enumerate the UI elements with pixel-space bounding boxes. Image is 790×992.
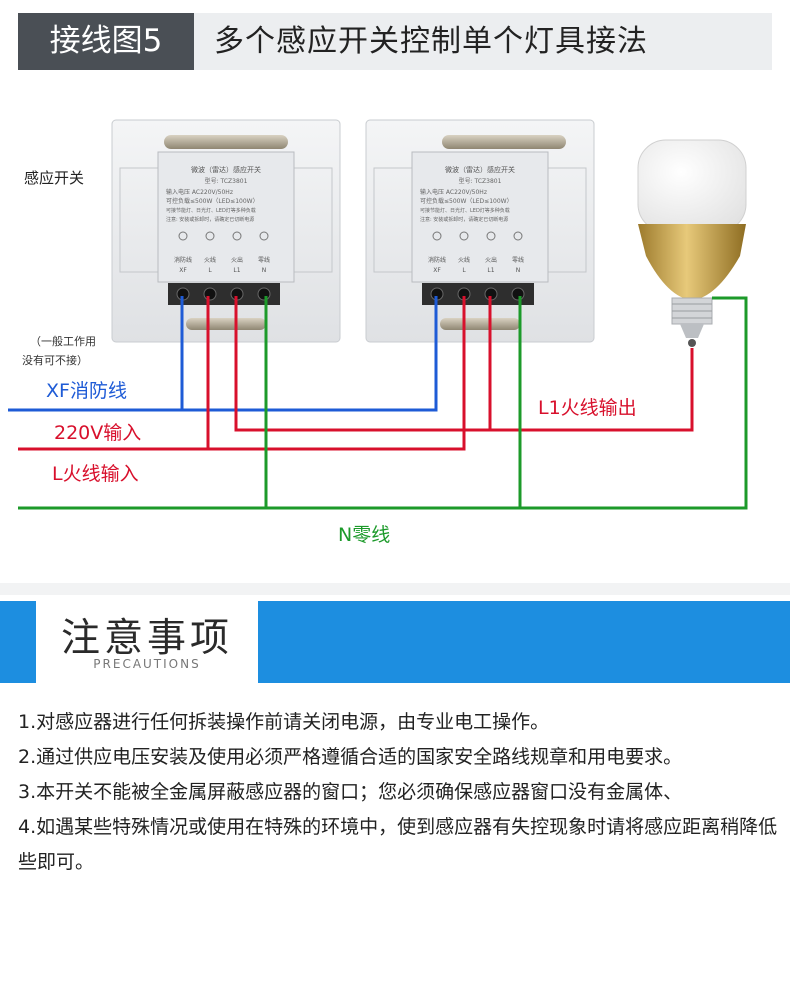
banner-right-accent [258, 601, 790, 683]
label-xf-note-2: 没有可不接） [22, 353, 88, 367]
title-bar: 接线图5 多个感应开关控制单个灯具接法 [18, 13, 772, 70]
switch2-face-spec4: 注意: 安装或拆卸时，请确定已切断电源 [420, 216, 508, 223]
precautions-list: 1.对感应器进行任何拆装操作前请关闭电源，由专业电工操作。 2.通过供应电压安装… [18, 705, 778, 880]
terminal-code-l1: L1 [233, 267, 240, 274]
precautions-subtitle: PRECAUTIONS [93, 657, 201, 671]
wiring-diagram: 微波（雷达）感应开关 型号: TCZ3801 输入电压 AC220V/50Hz … [8, 119, 748, 546]
switch2-terminal-code-l: L [462, 267, 466, 274]
precaution-item-4: 4.如遇某些特殊情况或使用在特殊的环境中，使到感应器有失控现象时请将感应距离稍降… [18, 816, 778, 873]
section-divider [0, 583, 790, 595]
switch2-terminal-code-xf: XF [433, 267, 441, 274]
wire-neutral [18, 296, 748, 510]
label-sensor-switch: 感应开关 [24, 169, 84, 187]
switch2-face-heading: 微波（雷达）感应开关 [445, 165, 515, 174]
label-neutral: N零线 [338, 524, 390, 546]
switch-face-spec1: 输入电压 AC220V/50Hz [166, 188, 233, 196]
precautions-title: 注意事项 [60, 616, 233, 661]
terminal-label-xf: 消防线 [174, 256, 192, 264]
terminal-code-n: N [262, 267, 267, 274]
led-bulb [637, 139, 747, 347]
switch-face-heading: 微波（雷达）感应开关 [191, 165, 261, 174]
precaution-item-2: 2.通过供应电压安装及使用必须严格遵循合适的国家安全路线规章和用电要求。 [18, 746, 683, 768]
sensor-switch-1: 微波（雷达）感应开关 型号: TCZ3801 输入电压 AC220V/50Hz … [111, 119, 341, 343]
switch2-terminal-label-l1: 火出 [485, 256, 497, 264]
switch-face-model: 型号: TCZ3801 [205, 177, 248, 185]
terminal-label-l: 火线 [204, 256, 216, 264]
label-l1-output: L1火线输出 [538, 397, 637, 419]
switch-face-spec4: 注意: 安装或拆卸时，请确定已切断电源 [166, 216, 254, 223]
terminal-code-xf: XF [179, 267, 187, 274]
switch2-terminal-code-l1: L1 [487, 267, 494, 274]
sensor-switch-2: 微波（雷达）感应开关 型号: TCZ3801 输入电压 AC220V/50Hz … [365, 119, 595, 343]
wire-l1-output [234, 296, 694, 432]
switch2-face-spec1: 输入电压 AC220V/50Hz [420, 188, 487, 196]
diagram-title: 多个感应开关控制单个灯具接法 [214, 24, 648, 59]
label-220v: 220V输入 [54, 422, 141, 444]
label-l-input: L火线输入 [52, 463, 139, 485]
terminal-label-l1: 火出 [231, 256, 243, 264]
precaution-item-1: 1.对感应器进行任何拆装操作前请关闭电源，由专业电工操作。 [18, 711, 550, 733]
switch2-terminal-code-n: N [516, 267, 521, 274]
banner-title-box: 注意事项 PRECAUTIONS [36, 601, 258, 683]
terminal-label-n: 零线 [258, 256, 270, 264]
wiring-section: 接线图5 多个感应开关控制单个灯具接法 [8, 13, 772, 546]
precaution-item-3: 3.本开关不能被全金属屏蔽感应器的窗口；您必须确保感应器窗口没有金属体、 [18, 781, 683, 803]
diagram-number-tag: 接线图5 [18, 13, 194, 70]
switch2-face-model: 型号: TCZ3801 [459, 177, 502, 185]
switch2-terminal-label-xf: 消防线 [428, 256, 446, 264]
wire-220v-input [18, 296, 466, 451]
terminal-code-l: L [208, 267, 212, 274]
switch2-terminal-label-l: 火线 [458, 256, 470, 264]
wire-xf [8, 296, 438, 412]
label-xf: XF消防线 [46, 380, 127, 402]
switch-face-spec2: 可控负载≤500W（LED≤100W） [166, 197, 259, 205]
switch-face-spec3: 可接节能灯、日光灯、LED灯等多种负载 [166, 207, 256, 214]
switch2-face-spec3: 可接节能灯、日光灯、LED灯等多种负载 [420, 207, 510, 214]
precautions-banner: 注意事项 PRECAUTIONS [0, 601, 790, 683]
banner-left-accent [0, 601, 36, 683]
label-xf-note-1: （一般工作用 [30, 335, 96, 348]
switch2-terminal-label-n: 零线 [512, 256, 524, 264]
switch2-face-spec2: 可控负载≤500W（LED≤100W） [420, 197, 513, 205]
